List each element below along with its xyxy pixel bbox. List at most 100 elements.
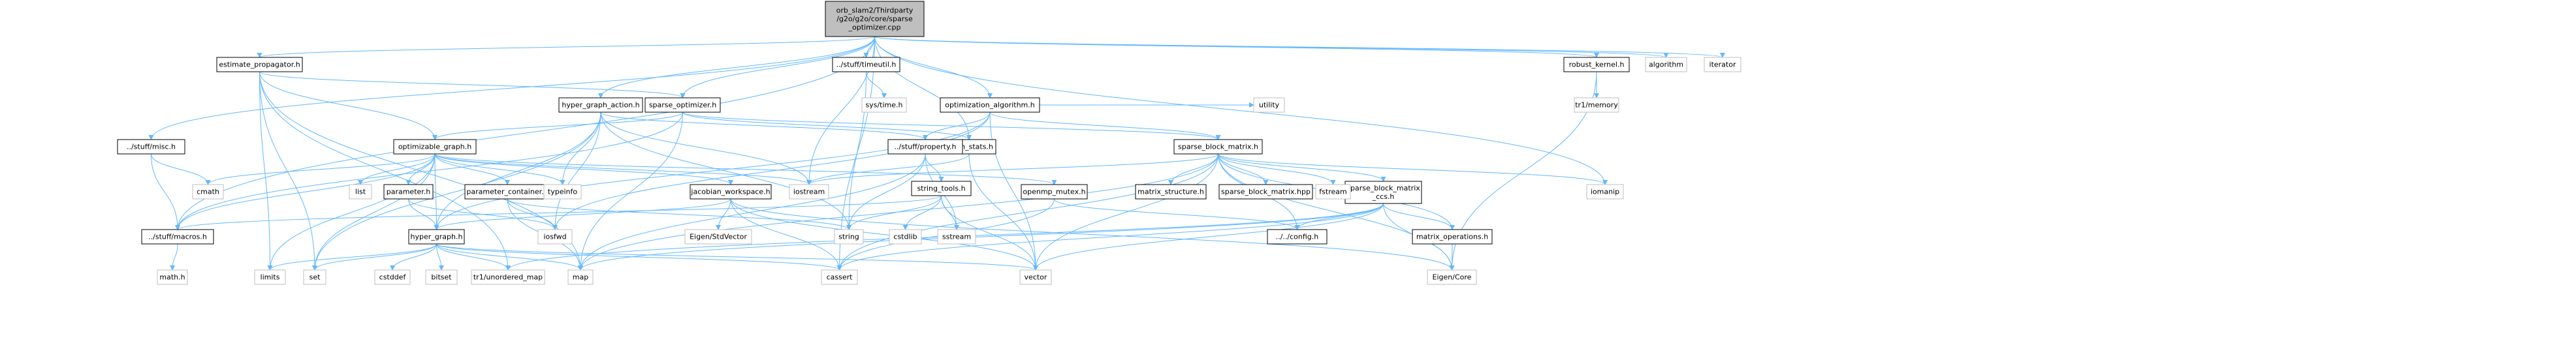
node-stuff-macros[interactable]: ../stuff/macros.h: [141, 229, 214, 245]
node-matrix-structure[interactable]: matrix_structure.h: [1135, 184, 1207, 200]
node-string: string: [834, 229, 864, 245]
node-robust-kernel[interactable]: robust_kernel.h: [1563, 57, 1630, 72]
node-label: iomanip: [1591, 188, 1619, 196]
node-box: [1218, 184, 1313, 200]
edge-hyper_graph_action-to-stuff_property: [600, 112, 928, 140]
node-box: [1574, 97, 1619, 113]
node-string-tools[interactable]: string_tools.h: [911, 181, 972, 196]
node-label: cassert: [827, 273, 853, 282]
edge-sparse_optimizer-to-batch_stats: [682, 112, 972, 140]
node-box: [383, 184, 434, 200]
node-box: [690, 184, 772, 200]
node-stuff-timeutil[interactable]: ../stuff/timeutil.h: [832, 57, 900, 72]
node-hyper-graph[interactable]: hyper_graph.h: [408, 229, 465, 245]
node-label: algorithm: [1649, 61, 1683, 69]
edge-string_tools-to-stuff_macros: [175, 195, 942, 230]
node-box: [1267, 229, 1328, 245]
edge-jacobian_workspace-to-eigen_stdvector: [716, 198, 731, 230]
edge-hyper_graph-to-bitset: [436, 243, 444, 271]
node-label: cstdlib: [893, 233, 917, 241]
node-sparse-block-matrix-hpp[interactable]: sparse_block_matrix.hpp: [1218, 184, 1313, 200]
node-box: [1021, 184, 1088, 200]
edge-root-to-algorithm: [874, 36, 1668, 58]
node-stuff-property[interactable]: ../stuff/property.h: [887, 139, 963, 155]
node-optimization-algorithm[interactable]: optimization_algorithm.h: [940, 97, 1040, 113]
node-stuff-misc[interactable]: ../stuff/misc.h: [117, 139, 185, 155]
node-root[interactable]: orb_slam2/Thirdparty/g2o/g2o/core/sparse…: [825, 1, 925, 37]
node-estimate-propagator[interactable]: estimate_propagator.h: [216, 57, 303, 72]
edge-jacobian_workspace-to-hyper_graph: [434, 198, 731, 230]
node-box: [644, 97, 721, 113]
node-label: iterator: [1709, 61, 1736, 69]
edge-parameter_container-to-iosfwd: [507, 198, 558, 230]
node-label: set: [310, 273, 321, 282]
edge-jacobian_workspace-to-cassert: [730, 198, 842, 271]
node-sparse-optimizer[interactable]: sparse_optimizer.h: [644, 97, 721, 113]
node-box: [1135, 184, 1207, 200]
node-box: [425, 269, 458, 285]
node-hyper-graph-action[interactable]: hyper_graph_action.h: [558, 97, 643, 113]
edge-optimizable_graph-to-set: [312, 153, 436, 271]
node-optimizable-graph[interactable]: optimizable_graph.h: [393, 139, 477, 155]
node-parameter[interactable]: parameter.h: [383, 184, 434, 200]
node-eigen-stdvector: Eigen/StdVector: [684, 229, 752, 245]
node-bitset: bitset: [425, 269, 458, 285]
node-box: [1019, 269, 1052, 285]
edge-optimization_algorithm-to-sparse_block_matrix: [989, 112, 1221, 140]
node-label: limits: [261, 273, 280, 282]
node-box: [1645, 57, 1687, 72]
node-box: [825, 1, 925, 37]
node-box: [1253, 97, 1285, 113]
edge-batch_stats-to-iostream: [806, 153, 970, 185]
edge-optimizable_graph-to-limits: [267, 153, 436, 271]
node-parameter-container[interactable]: parameter_container.h: [464, 184, 550, 200]
node-label: iostream: [793, 188, 825, 196]
node-box: [254, 269, 286, 285]
node-label: jacobian_workspace.h: [690, 188, 770, 196]
node-label: fstream: [1319, 188, 1346, 196]
node-list: list: [349, 184, 372, 200]
node-label: sparse_block_matrix: [1346, 184, 1420, 192]
edge-hyper_graph-to-tr1_unordered_map: [436, 243, 511, 271]
edge-string_tools-to-vector: [941, 195, 1038, 271]
edge-hyper_graph-to-set: [312, 243, 437, 271]
node-box: [834, 229, 864, 245]
node-sstream: sstream: [937, 229, 976, 245]
node-label: /g2o/g2o/core/sparse: [836, 15, 913, 23]
node-box: [889, 229, 922, 245]
node-cstdlib: cstdlib: [889, 229, 922, 245]
node-config[interactable]: ../../config.h: [1267, 229, 1328, 245]
edge-stuff_timeutil-to-string: [846, 71, 867, 230]
edge-stuff_property-to-string_tools: [925, 153, 944, 182]
node-openmp-mutex[interactable]: openmp_mutex.h: [1021, 184, 1088, 200]
edge-optimizable_graph-to-openmp_mutex: [434, 153, 1057, 185]
edge-root-to-robust_kernel: [874, 36, 1599, 58]
edge-stuff_macros-to-math_h: [170, 243, 178, 271]
node-label: hyper_graph_action.h: [562, 101, 639, 110]
edge-matrix_operations-to-eigen_core: [1449, 243, 1455, 271]
node-label: hyper_graph.h: [411, 233, 463, 241]
edge-root-to-iterator: [874, 36, 1725, 58]
edge-sparse_block_matrix-to-vector: [1033, 153, 1218, 271]
edge-estimate_propagator-to-optimizable_graph: [259, 71, 437, 140]
edge-string_tools-to-cstdlib: [902, 195, 942, 230]
node-sparse-block-matrix[interactable]: sparse_block_matrix.h: [1173, 139, 1263, 155]
node-sparse-block-matrix-ccs[interactable]: sparse_block_matrix_ccs.h: [1344, 181, 1422, 204]
node-label: _optimizer.cpp: [848, 23, 901, 32]
edge-estimate_propagator-to-limits: [259, 71, 273, 271]
node-matrix-operations[interactable]: matrix_operations.h: [1412, 229, 1493, 245]
edge-optimizable_graph-to-iostream: [434, 153, 812, 185]
node-label: iosfwd: [543, 233, 566, 241]
node-box: [1563, 57, 1630, 72]
node-label: parameter_container.h: [466, 188, 548, 196]
edge-optimizable_graph-to-typeinfo: [434, 153, 565, 185]
edge-sparse_block_matrix_ccs-to-matrix_operations: [1383, 203, 1455, 230]
node-box: [1412, 229, 1493, 245]
node-label: matrix_operations.h: [1416, 233, 1488, 241]
node-label: math.h: [159, 273, 185, 282]
node-label: ../stuff/timeutil.h: [836, 61, 897, 69]
node-jacobian-workspace[interactable]: jacobian_workspace.h: [690, 184, 772, 200]
node-label: robust_kernel.h: [1569, 61, 1625, 69]
edge-sparse_block_matrix-to-fstream: [1218, 153, 1336, 185]
